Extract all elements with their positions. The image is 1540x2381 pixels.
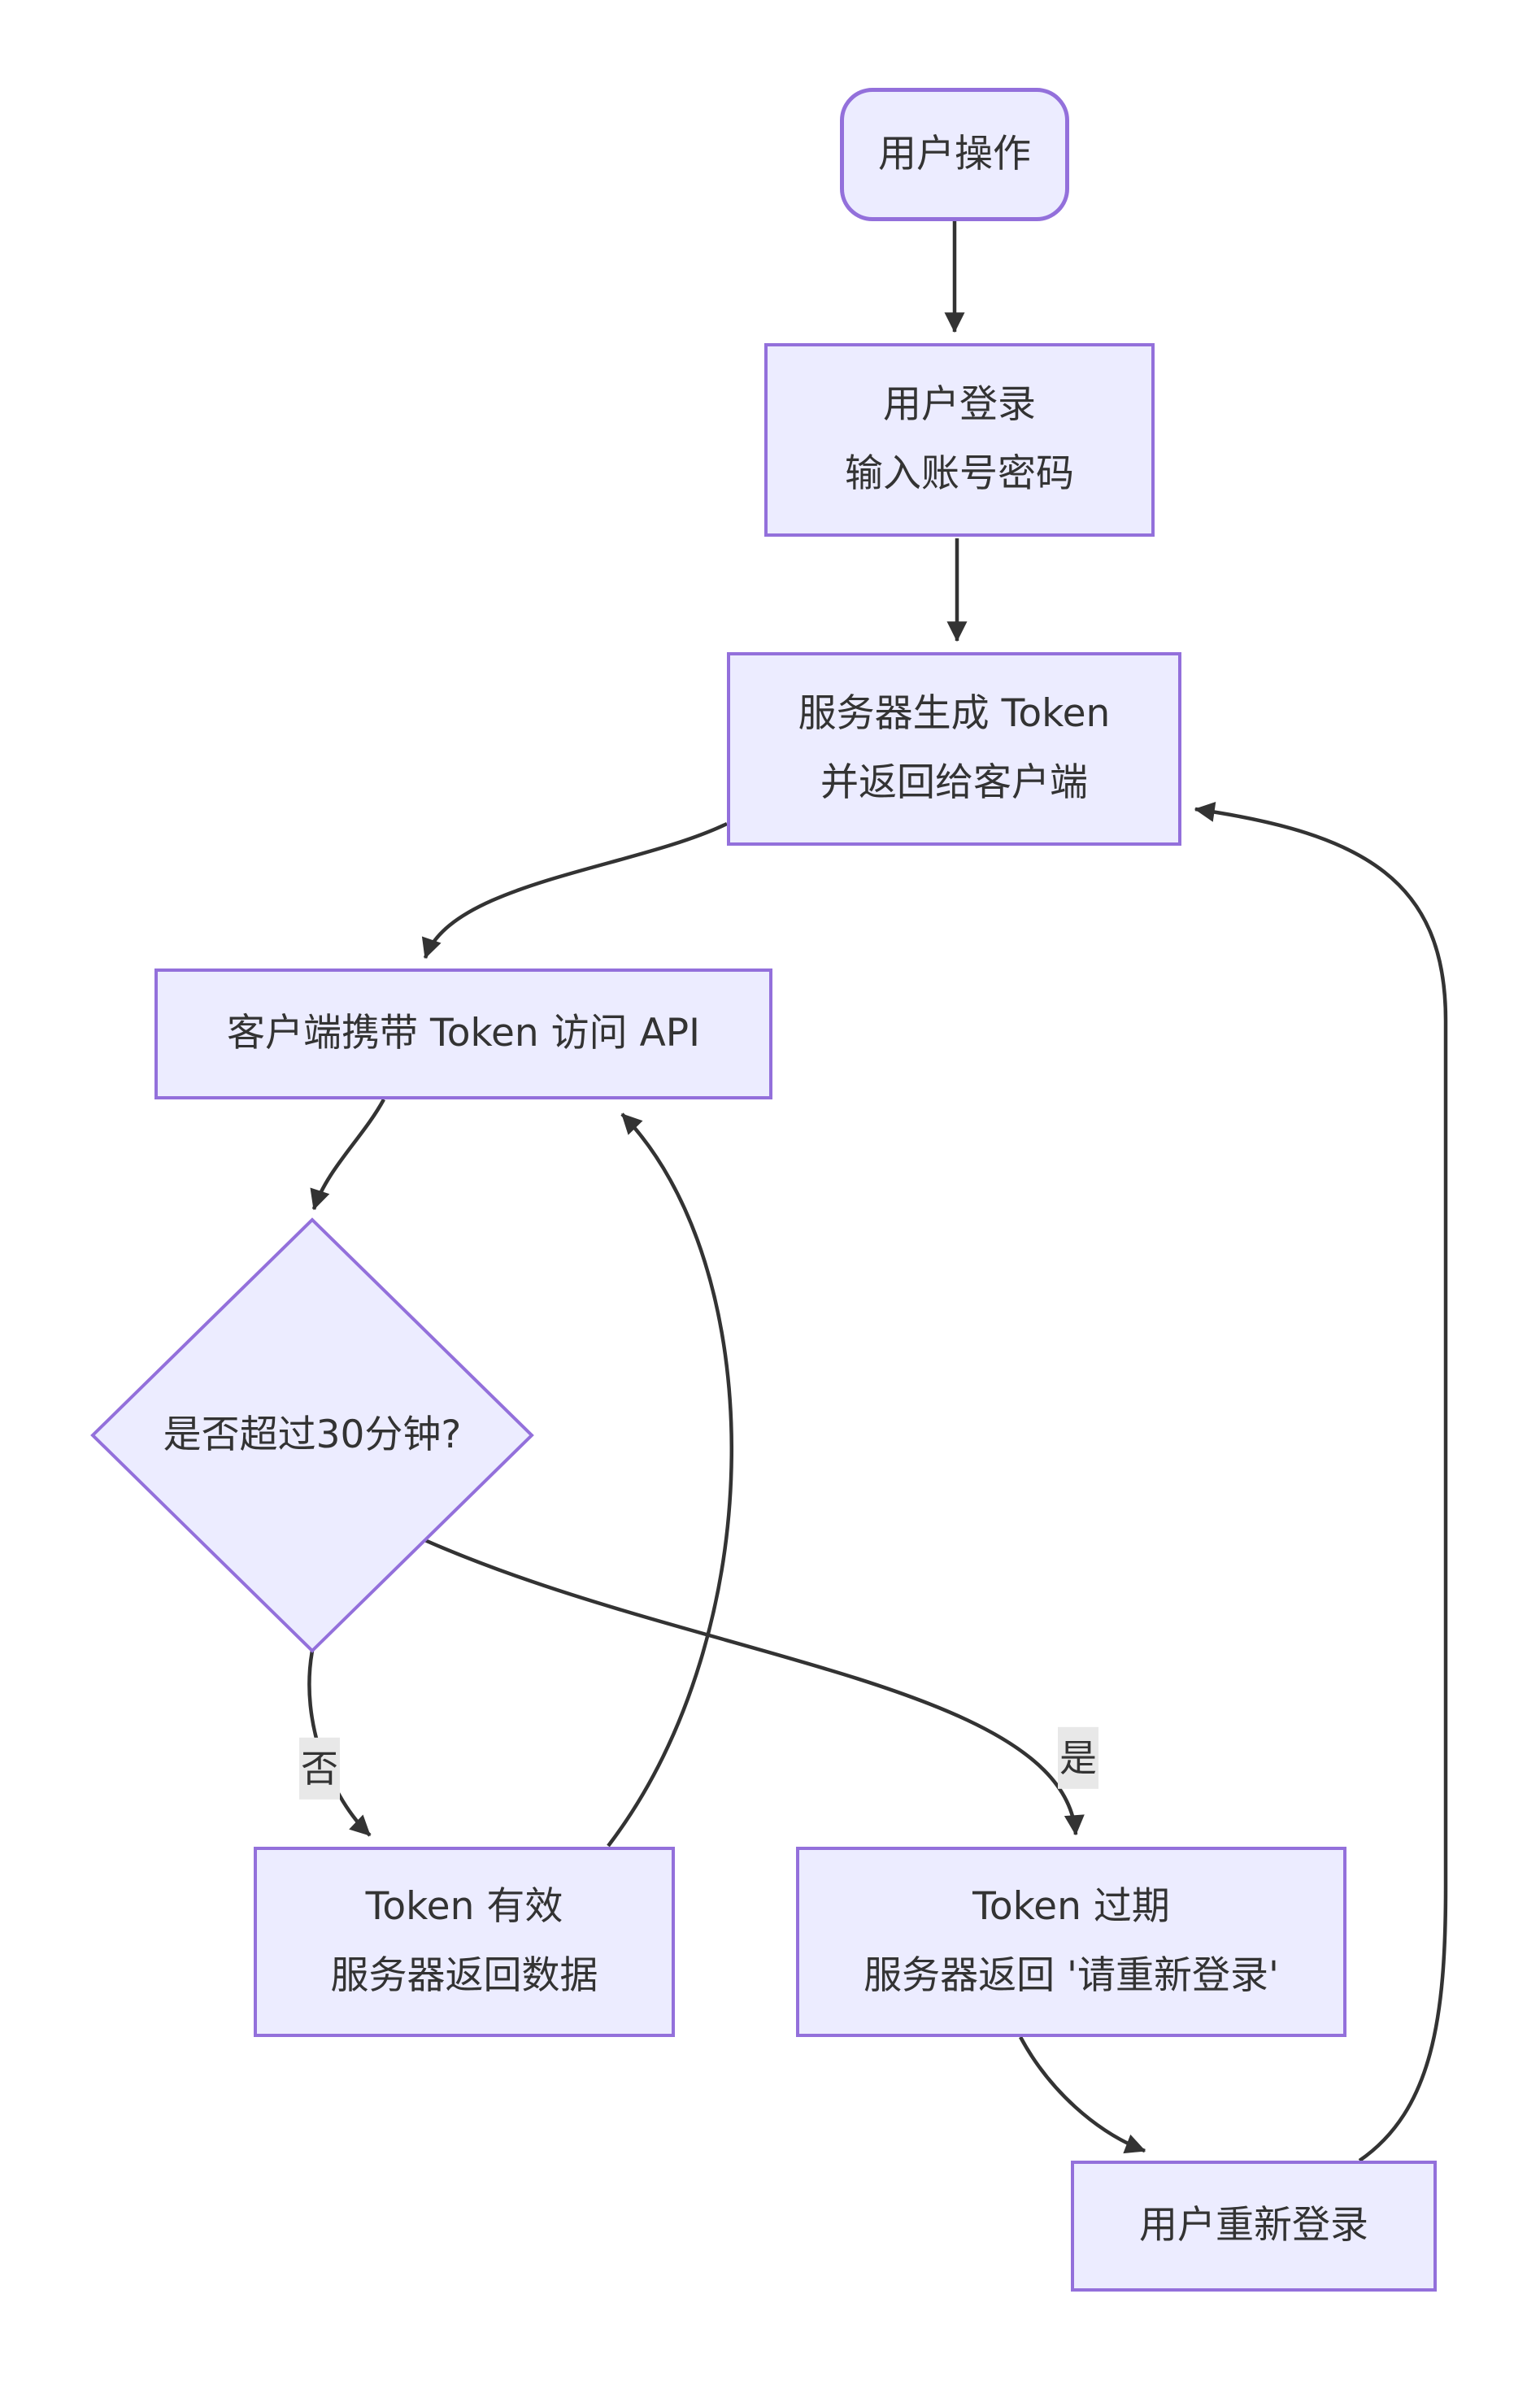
edge-user-relogin-to-server-generate-token <box>1194 801 1448 2162</box>
node-token-expired: Token 过期 服务器返回 '请重新登录' <box>796 1847 1346 2037</box>
edge-token-valid-to-client-access-api <box>607 1112 734 1848</box>
decision-check-30min-label: 是否超过30分钟? <box>163 1412 462 1457</box>
node-user-login: 用户登录 输入账号密码 <box>764 343 1155 537</box>
node-token-valid: Token 有效 服务器返回数据 <box>254 1847 675 2037</box>
edge-server-generate-token-to-client-access-api <box>421 821 728 960</box>
node-server-generate-token: 服务器生成 Token 并返回给客户端 <box>727 652 1181 846</box>
node-client-access-api: 客户端携带 Token 访问 API <box>154 969 772 1099</box>
node-user-relogin: 用户重新登录 <box>1071 2161 1437 2292</box>
edge-label-yes: 是 <box>1058 1726 1098 1790</box>
edge-token-expired-to-user-relogin <box>1019 2035 1146 2154</box>
edge-client-access-api-to-check-30min <box>310 1098 385 1211</box>
node-user-action: 用户操作 <box>840 88 1069 221</box>
decision-diamond-shape <box>90 1217 534 1653</box>
edge-check-30min-to-token-expired <box>420 1536 1085 1836</box>
edge-label-no: 否 <box>299 1737 340 1800</box>
